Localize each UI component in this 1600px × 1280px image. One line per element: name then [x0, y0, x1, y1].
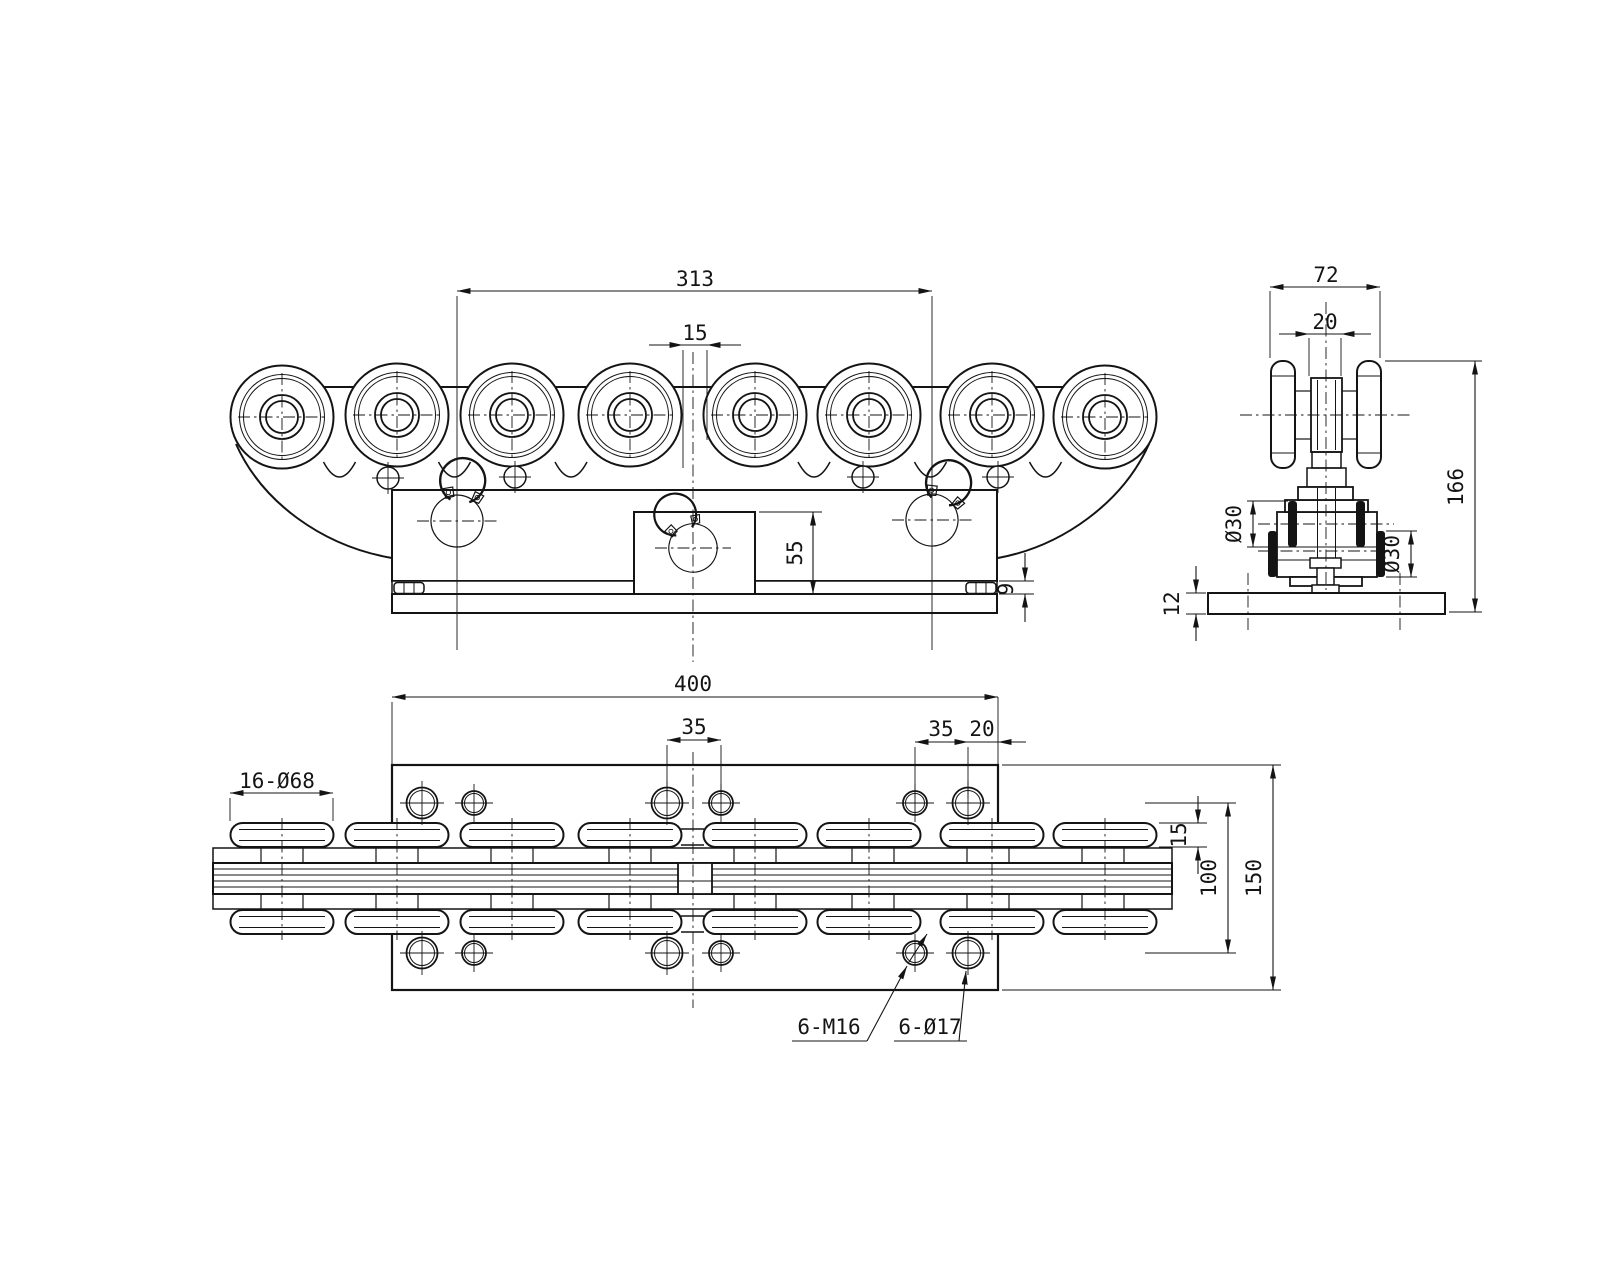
front-rollers	[229, 362, 1158, 470]
dim-35-right-label: 35	[928, 717, 953, 741]
side-body	[1268, 486, 1385, 595]
end-nut-right	[965, 581, 997, 595]
side-roller-lower-right	[1376, 531, 1385, 577]
label-6-M16: 6-M16	[797, 1015, 860, 1039]
dim-35-mid-label: 35	[681, 715, 706, 739]
side-dimensions: 72 20 Ø30 Ø30 166 12	[1160, 263, 1482, 641]
side-roller-lower-left	[1268, 531, 1277, 577]
dim-313-label: 313	[676, 267, 714, 291]
dim-72-label: 72	[1313, 263, 1338, 287]
plan-dimensions: 400 35 35 20 16-Ø68 15 100	[229, 672, 1281, 991]
front-centerlines	[417, 296, 972, 662]
plan-hole-callouts: 6-M16 6-Ø17	[792, 933, 968, 1042]
side-centerlines	[1240, 302, 1412, 633]
dim-15-front-label: 15	[682, 321, 707, 345]
chain-pin-stems	[260, 848, 1125, 909]
side-view: 72 20 Ø30 Ø30 166 12	[1160, 263, 1482, 641]
dim-16-d68-label: 16-Ø68	[239, 769, 315, 793]
plan-axle-centerlines	[281, 752, 1106, 1008]
dim-400-label: 400	[674, 672, 712, 696]
front-view: 313 15 55 9	[229, 267, 1158, 662]
dim-150-label: 150	[1242, 859, 1266, 897]
dim-20-side-label: 20	[1312, 310, 1337, 334]
dim-20-right-label: 20	[969, 717, 994, 741]
end-nut-left	[393, 581, 425, 595]
center-bridge	[681, 828, 704, 933]
dim-d30-right-label: Ø30	[1380, 535, 1404, 573]
plan-view: 400 35 35 20 16-Ø68 15 100	[212, 672, 1281, 1042]
front-bolt-circles	[372, 461, 1014, 494]
dim-100-label: 100	[1197, 859, 1221, 897]
side-base-plate	[1207, 592, 1446, 615]
dim-55-label: 55	[783, 540, 807, 565]
front-dimensions: 313 15 55 9	[457, 267, 1034, 622]
side-roller-upper-right	[1356, 501, 1365, 547]
dim-12-label: 12	[1160, 591, 1184, 616]
dim-166-label: 166	[1444, 468, 1468, 506]
side-shaft-hatched	[1306, 451, 1347, 488]
dim-9-label: 9	[994, 583, 1018, 596]
dim-d30-left-label: Ø30	[1222, 505, 1246, 543]
dim-15-plan-label: 15	[1167, 822, 1191, 847]
plan-center-block	[677, 862, 713, 895]
label-6-D17: 6-Ø17	[898, 1015, 961, 1039]
